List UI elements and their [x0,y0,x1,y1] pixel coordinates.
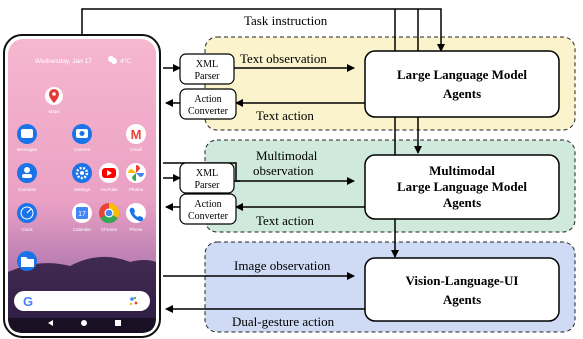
app-clock[interactable]: Clock [17,203,37,232]
xml-parser-box-1 [179,53,235,85]
app-camera[interactable]: Camera [72,124,92,152]
weather-icon [108,56,117,64]
text-observation-label: Text observation [240,51,327,66]
google-search-bar[interactable]: G [14,291,150,311]
xml-parser-label-2a: XML [196,168,218,179]
calendar-day: 17 [78,211,86,218]
multimodal-observation-label-1: Multimodal [256,148,318,163]
mllm-agent-line2: Large Language Model [397,179,527,194]
vlui-agent-box [364,257,560,322]
mllm-agent-line1: Multimodal [429,163,495,178]
llm-agent-title: Large Language Model [397,67,527,82]
app-label-youtube: YouTube [100,187,118,192]
app-label-maps: Maps [48,109,60,114]
xml-parser-label-2b: Parser [195,180,221,191]
text-action-label-top: Text action [256,108,314,123]
app-youtube[interactable]: YouTube [99,163,119,192]
action-converter-label-1b: Converter [188,106,229,117]
app-label-messages: Messages [17,147,38,152]
app-label-contacts: Contacts [18,187,37,192]
mllm-agent-line3: Agents [443,195,481,210]
app-label-settings: Settings [74,187,91,192]
app-label-chrome: Chrome [101,227,118,232]
app-chrome[interactable]: Chrome [99,202,120,232]
app-label-phone: Phone [129,227,143,232]
app-messages[interactable]: Messages [17,124,38,152]
action-converter-box-1 [179,88,237,120]
back-icon[interactable] [48,320,53,326]
app-settings[interactable]: Settings [72,163,92,192]
assistant-icon[interactable] [129,296,138,306]
app-gmail[interactable]: M Gmail [126,124,146,152]
app-label-gmail: Gmail [130,147,142,152]
dual-gesture-action-label: Dual-gesture action [232,314,335,329]
mllm-agent-box [364,154,560,220]
app-phone[interactable]: Phone [126,203,146,232]
app-photos[interactable]: Photos [126,163,146,192]
svg-text:M: M [131,127,142,142]
llm-agent-subtitle: Agents [443,86,481,101]
text-action-label-mid: Text action [256,213,314,228]
google-logo-icon: G [23,294,33,309]
phone-mockup: Wednesday, Jan 17 4°C Maps Messages Came… [3,34,161,338]
gmail-icon [126,124,146,144]
app-label-calendar: Calendar [73,227,92,232]
status-date: Wednesday, Jan 17 [35,58,92,65]
app-label-photos: Photos [129,187,144,192]
xml-parser-label-1a: XML [196,59,218,70]
action-converter-box-2 [179,193,237,225]
app-maps[interactable]: Maps [45,87,63,114]
llm-agent-box [364,50,560,118]
xml-parser-box-2 [179,162,235,194]
app-contacts[interactable]: Contacts [17,163,37,192]
status-weather: 4°C [120,57,131,65]
action-converter-label-2a: Action [194,199,221,210]
home-icon[interactable] [81,320,87,326]
app-label-camera: Camera [74,147,91,152]
image-observation-label: Image observation [234,258,331,273]
app-files[interactable] [17,251,37,271]
vlui-agent-title: Vision-Language-UI [406,273,519,288]
action-converter-label-2b: Converter [188,211,229,222]
multimodal-observation-label-2: observation [253,163,314,178]
action-converter-label-1a: Action [194,94,221,105]
recents-icon[interactable] [115,320,121,326]
app-calendar[interactable]: 17 Calendar [72,203,92,232]
xml-parser-label-1b: Parser [195,71,221,82]
app-label-clock: Clock [21,227,33,232]
task-instruction-label: Task instruction [244,13,328,28]
vlui-agent-subtitle: Agents [443,292,481,307]
